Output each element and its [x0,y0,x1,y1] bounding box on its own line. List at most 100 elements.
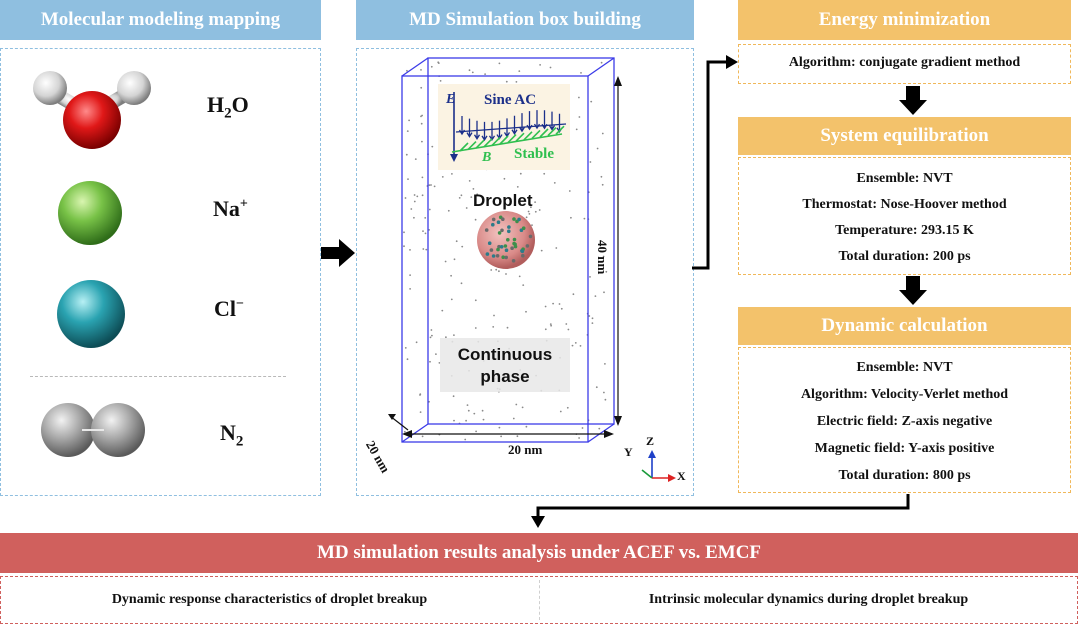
simulation-box-title: MD Simulation box building [409,9,641,30]
energy-minimization-title: Energy minimization [818,9,991,30]
solvent-particle [591,322,594,324]
b-field-arrow [515,132,525,142]
solvent-particle [458,197,461,199]
solvent-particle [419,411,422,413]
solvent-particle [416,195,419,198]
solvent-particle [437,62,440,64]
solvent-particle [414,158,417,160]
solvent-particle [475,430,477,433]
droplet-particle [525,244,530,248]
b-field-arrow [507,134,517,144]
solvent-particle [420,115,422,118]
axis-label-x: X [677,469,686,483]
solvent-particle [409,249,411,251]
solvent-particle [421,140,423,143]
b-field-arrow [491,136,501,146]
dynamic-calculation-line-3: Electric field: Z-axis negative [816,414,993,429]
chloride-ion-icon [57,280,125,348]
solvent-particle [453,258,456,261]
b-field-arrow [555,125,565,135]
solvent-particle [420,122,423,125]
solvent-particle [505,80,508,83]
solvent-particle [453,419,455,422]
solvent-particle [515,403,518,406]
label-e-field: E [446,92,456,107]
solvent-particle [574,342,577,344]
solvent-particle [429,336,432,339]
solvent-particle [474,327,477,329]
solvent-particle [500,435,502,438]
solvent-particle [447,209,450,212]
solvent-particle [404,347,407,349]
solvent-particle [468,69,471,72]
solvent-particle [589,161,592,163]
droplet-particle [501,255,505,259]
solvent-particle [525,216,528,219]
system-equilibration-header: System equilibration [738,117,1071,155]
solvent-particle [429,360,431,363]
e-field-axis [455,123,567,133]
solvent-particle [431,334,433,337]
b-field-arrow [459,142,469,152]
droplet-particle [507,229,511,234]
droplet-particle [500,228,504,233]
solvent-particle [404,197,407,199]
solvent-particle [601,132,604,135]
energy-minimization-line: Algorithm: conjugate gradient method [788,55,1021,70]
solvent-particle [570,216,572,219]
droplet-particle [484,228,489,232]
droplet-particle [491,222,495,227]
solvent-particle [527,210,530,213]
droplet-particle [501,217,505,221]
solvent-particle [553,182,556,184]
droplet-particle [513,244,518,249]
solvent-particle [598,427,601,430]
solvent-particle [580,72,582,74]
results-divider [539,580,540,620]
solvent-particle [572,293,575,296]
mapping-separator [30,376,286,377]
label-sine-ac: Sine AC [484,92,537,108]
solvent-particle [461,245,464,248]
droplet-particle [499,245,504,249]
solvent-particle [445,336,447,339]
solvent-particle [455,240,458,243]
system-equilibration-line-4: Total duration: 200 ps [838,249,971,264]
solvent-particle [506,326,509,329]
droplet-particle [497,231,502,235]
solvent-particle [405,153,408,156]
solvent-particle [422,248,425,250]
droplet-particle [512,217,516,221]
dynamic-calculation-line-1: Ensemble: NVT [856,360,953,375]
solvent-particle [543,172,546,175]
solvent-particle [568,190,571,192]
solvent-particle [603,391,605,394]
dynamic-calculation-box: Ensemble: NVT Algorithm: Velocity-Verlet… [738,347,1071,493]
droplet-particle [520,249,525,254]
label-dim-width: 20 nm [508,442,543,457]
dynamic-calculation-line-2: Algorithm: Velocity-Verlet method [800,387,1009,402]
solvent-particle [602,255,605,258]
species-label-h2o: H2O [207,92,249,122]
solvent-particle [589,276,591,278]
solvent-particle [438,362,441,364]
solvent-particle [595,386,598,389]
solvent-particle [552,302,554,305]
solvent-particle [515,81,518,83]
solvent-particle [415,341,418,344]
solvent-particle [435,353,437,355]
system-equilibration-line-2: Thermostat: Nose-Hoover method [802,197,1007,212]
solvent-particle [498,62,501,65]
dynamic-calculation-line-4: Magnetic field: Y-axis positive [814,441,995,456]
solvent-particle [428,184,431,187]
solvent-particle [518,70,521,72]
b-field-arrow [531,129,541,139]
solvent-particle [419,394,421,396]
solvent-particle [413,200,416,203]
solvent-particle [578,437,580,439]
b-field-arrow [467,141,477,151]
solvent-particle [409,274,411,276]
solvent-particle [413,216,415,219]
solvent-particle [452,395,455,398]
results-header: MD simulation results analysis under ACE… [0,533,1078,573]
